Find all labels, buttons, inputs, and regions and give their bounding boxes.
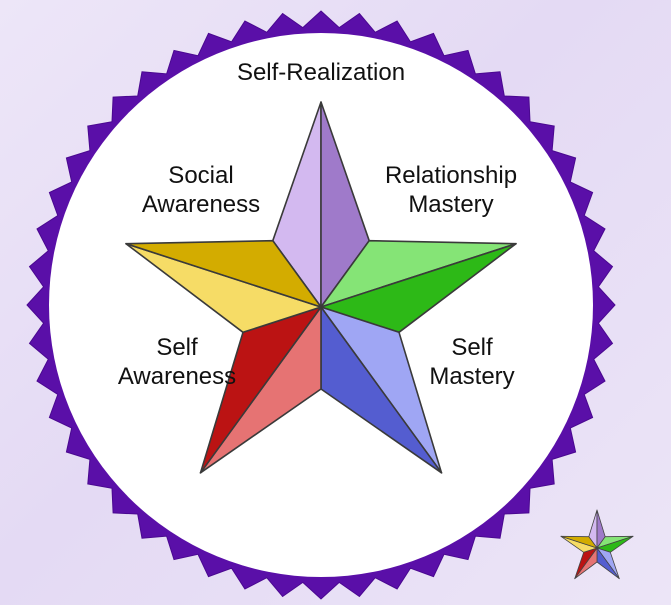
label-self-realization: Self-Realization	[236, 59, 406, 86]
star-point-upper-left-dark-facet	[125, 239, 322, 308]
label-relationship-mastery: Relationship Mastery	[384, 162, 518, 218]
star-point-upper-left-dark-facet	[560, 535, 598, 549]
label-self-mastery: Self Mastery	[429, 334, 515, 390]
label-self-awareness: Self Awareness	[117, 334, 237, 390]
five-point-star	[125, 101, 517, 474]
star-logo-icon	[560, 509, 634, 580]
label-social-awareness: Social Awareness	[141, 162, 261, 218]
